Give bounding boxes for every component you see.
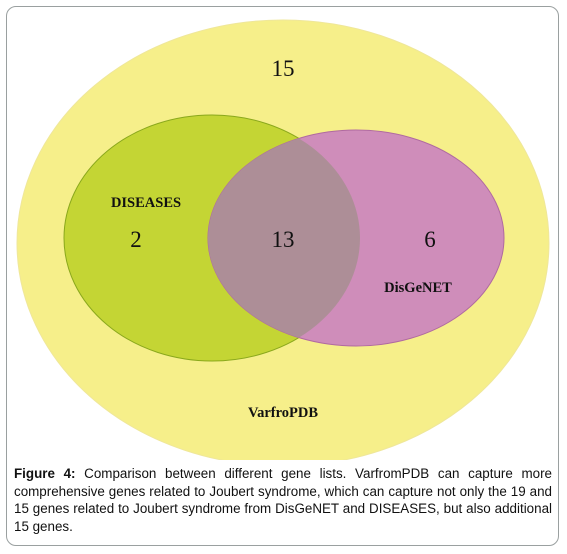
varfropdb-label: VarfroPDB [248,405,318,421]
figure-label: Figure 4: [14,466,76,481]
figure-caption: Figure 4: Comparison between different g… [14,465,552,535]
varfropdb-only-count: 15 [272,56,295,81]
disgenet-label: DisGeNET [384,280,452,296]
diseases-label: DISEASES [111,195,181,211]
venn-diagram: 15 DISEASES 2 13 6 DisGeNET VarfroPDB [16,19,550,460]
overlap-count: 13 [272,227,295,252]
caption-text: Comparison between different gene lists.… [14,466,552,534]
diseases-only-count: 2 [130,227,142,252]
disgenet-only-count: 6 [424,227,436,252]
overlap-region [208,130,360,346]
